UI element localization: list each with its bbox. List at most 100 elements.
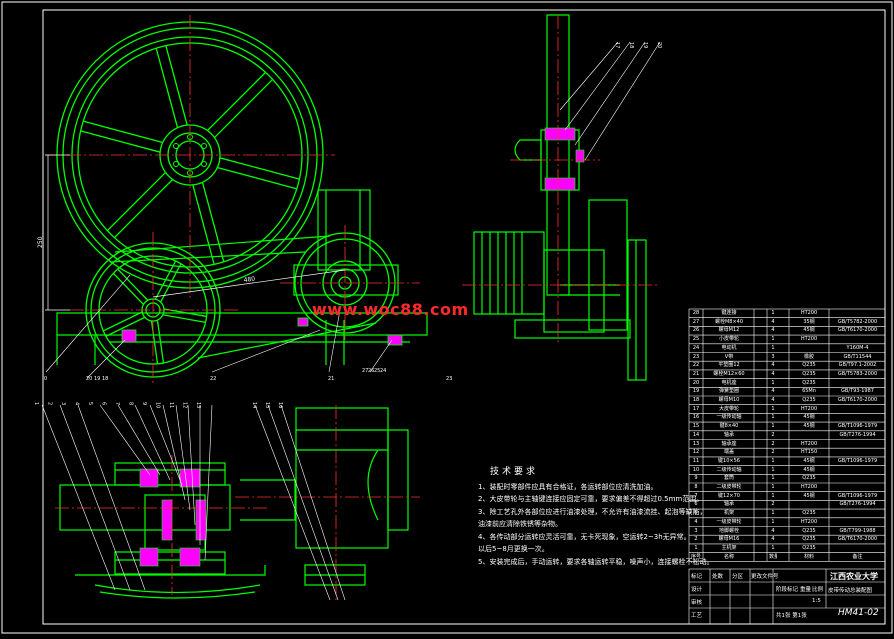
bom-cell-material: Q235	[802, 527, 816, 534]
dim-height: 250	[37, 236, 44, 248]
balloon-number: 18	[102, 376, 108, 382]
front-center-lines	[45, 15, 420, 385]
bom-cell-name: 螺栓M8×40	[714, 318, 744, 325]
bom-cell-qty: 1	[771, 484, 775, 490]
bom-cell-material: Q235	[802, 536, 816, 543]
bom-cell-no: 9	[694, 475, 698, 482]
balloon-number: 8	[128, 402, 134, 405]
tb-label: 工艺	[691, 613, 703, 619]
balloon-number: 12	[182, 402, 188, 408]
spoke-line	[214, 78, 274, 138]
bom-cell-material: 45钢	[803, 492, 815, 499]
balloon-number: 17	[614, 42, 620, 48]
bom-cell-qty: 1	[771, 510, 775, 517]
tech-item: 3、除工艺孔外各部位应进行油漆处理，不允许有油漆流挂、起泡等缺陷，	[478, 507, 707, 516]
bom-cell-no: 5	[694, 510, 698, 517]
bom-cell-name: 一级传动轴	[716, 414, 742, 421]
tb-label: 比例	[812, 587, 824, 593]
bom-cell-no: 12	[692, 449, 700, 456]
front-dimensions	[45, 154, 346, 311]
side-view-motor	[473, 199, 647, 381]
balloon-number: 10	[155, 402, 161, 408]
bom-cell-std: GB/T6170-2000	[837, 397, 878, 403]
bom-cell-qty: 1	[771, 544, 775, 551]
bom-cell-qty: 1	[771, 466, 775, 473]
spoke-line	[220, 157, 300, 180]
bom-cell-no: 20	[692, 379, 700, 386]
spoke-line	[106, 172, 166, 232]
spoke-line	[192, 185, 215, 265]
bom-cell-qty: 2	[771, 431, 775, 438]
bom-cell-material: Q235	[802, 510, 816, 517]
bom-cell-material: HT200	[800, 310, 818, 316]
bom-cell-qty: 1	[771, 475, 775, 482]
tb-label: 处数	[712, 574, 724, 580]
bom-cell-material: Q235	[802, 362, 816, 369]
spoke-line	[163, 314, 206, 323]
spoke-line	[150, 321, 159, 364]
sheet-count: 共1张 第1张	[776, 613, 807, 619]
spoke-line	[113, 179, 173, 239]
balloon-number: 25	[374, 368, 380, 374]
bom-cell-name: 二级传动轴	[716, 466, 742, 473]
bom-cell-name: 键连接	[721, 310, 737, 316]
balloon-number: 16	[277, 402, 283, 408]
tech-title: 技术要求	[490, 467, 539, 477]
bom-cell-qty: 4	[771, 527, 775, 534]
balloon-number: 27	[362, 368, 368, 374]
bom-cell-name: 键10×56	[718, 457, 740, 464]
bom-cell-std: GB/T276-1994	[839, 501, 876, 508]
spoke-line	[80, 130, 160, 153]
bom-cell-material: 橡胶	[803, 353, 814, 360]
balloon-number: 19	[642, 42, 648, 48]
balloon-number: 1	[33, 402, 39, 405]
bom-cell-name: 电动机	[721, 344, 737, 351]
balloon-number: 15	[264, 402, 270, 408]
bom-cell-qty: 1	[771, 405, 775, 412]
bom-cell-no: 28	[692, 310, 700, 316]
bom-cell-std: GB/T97.1-2002	[838, 362, 877, 369]
tb-label: 标记	[691, 574, 703, 580]
bom-cell-name: 螺母M16	[718, 536, 740, 543]
bom-cell-std: GB/T11544	[843, 353, 872, 360]
bom-cell-name: 一级皮带轮	[716, 518, 742, 525]
spoke-line	[82, 120, 163, 144]
bom-cell-std: GB/T799-1988	[839, 527, 876, 534]
bom-cell-no: 14	[692, 431, 700, 438]
balloon-number: 5	[87, 402, 93, 405]
front-feet	[121, 317, 403, 346]
bom-cell-material: 45钢	[803, 466, 815, 473]
bom-cell-qty: 1	[771, 457, 775, 464]
bom-cell-qty: 1	[771, 414, 775, 421]
bom-row: 序号名称数量材料备注	[689, 553, 885, 562]
bom-cell-no: 8	[694, 484, 698, 490]
balloon-number: 19	[94, 376, 100, 382]
bom-cell-std: GB/T1096-1979	[837, 457, 878, 464]
drawing-number: HM41-02	[838, 608, 879, 618]
bom-cell-name: 小皮带轮	[718, 336, 739, 343]
section-center-lines-left	[55, 455, 270, 595]
section-view-right	[240, 407, 409, 586]
bom-cell-qty: 1	[771, 336, 775, 343]
tech-item: 以后5~8月更换一次。	[478, 545, 549, 553]
bom-cell-no: 25	[692, 336, 700, 343]
bom-cell-no: 13	[692, 440, 700, 447]
tb-label: 重量	[800, 587, 812, 593]
bom-cell-material: 65Mn	[802, 388, 816, 395]
bom-cell-no: 11	[692, 457, 700, 464]
title-block-grid	[688, 568, 886, 625]
balloon-number: 24	[380, 368, 386, 374]
bom-cell-material: Q235	[802, 544, 816, 551]
bom-cell-name: 平垫圈12	[718, 362, 740, 369]
bom-cell-no: 16	[692, 414, 700, 421]
